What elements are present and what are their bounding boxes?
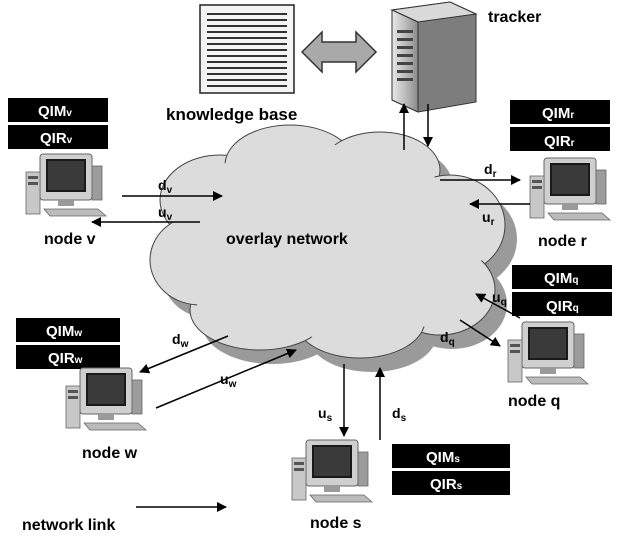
svg-text:QIRr: QIRr	[544, 133, 575, 150]
node-r: QIMr QIRr node r	[510, 100, 611, 250]
svg-text:QIRs: QIRs	[430, 476, 463, 493]
tracker-label: tracker	[488, 9, 541, 26]
link-u-w	[155, 348, 297, 409]
overlay-network-label: overlay network	[226, 231, 348, 248]
node-s: QIMs QIRs node s	[291, 439, 510, 532]
qir-box-v: QIRv	[8, 125, 108, 149]
computer-icon	[291, 439, 373, 503]
node-q: QIMq QIRq node q	[507, 265, 612, 410]
legend-label: network link	[22, 517, 115, 534]
node-s-label: node s	[310, 515, 362, 532]
u-q-label: uq	[492, 289, 507, 308]
svg-text:QIMr: QIMr	[542, 105, 574, 122]
legend: network link	[22, 502, 227, 534]
computer-icon	[25, 153, 107, 217]
svg-text:QIMv: QIMv	[38, 103, 72, 120]
node-w-label: node w	[82, 445, 138, 462]
link-u-q	[475, 293, 521, 319]
d-w-label: dw	[172, 331, 189, 350]
qim-box-q: QIMq	[512, 265, 612, 289]
svg-text:QIMw: QIMw	[46, 323, 82, 340]
d-r-label: dr	[484, 161, 497, 180]
svg-text:QIRv: QIRv	[40, 130, 73, 147]
node-v: QIMv QIRv node v	[8, 98, 108, 248]
svg-text:QIMq: QIMq	[544, 270, 578, 287]
computer-icon	[529, 157, 611, 221]
qim-box-v: QIMv	[8, 98, 108, 122]
u-s-label: us	[318, 405, 333, 424]
node-q-label: node q	[508, 393, 560, 410]
document-icon	[199, 4, 295, 94]
d-q-label: dq	[440, 329, 455, 348]
computer-icon	[65, 367, 147, 431]
qir-box-s: QIRs	[392, 471, 510, 495]
d-v-label: dv	[158, 177, 173, 196]
u-v-label: uv	[158, 204, 173, 223]
computer-icon	[507, 321, 589, 385]
overlay-network-cloud	[149, 124, 517, 372]
node-w: QIMw QIRw node w	[16, 318, 147, 462]
knowledge-base-label: knowledge base	[166, 105, 297, 124]
u-w-label: uw	[220, 371, 237, 390]
u-r-label: ur	[482, 209, 495, 228]
qim-box-w: QIMw	[16, 318, 120, 342]
qim-box-s: QIMs	[392, 444, 510, 468]
link-d-w	[139, 335, 229, 374]
double-arrow-icon	[300, 30, 378, 74]
node-r-label: node r	[538, 233, 587, 250]
node-v-label: node v	[44, 231, 96, 248]
d-s-label: ds	[392, 405, 407, 424]
svg-text:QIRw: QIRw	[48, 350, 83, 367]
svg-text:QIRq: QIRq	[546, 298, 579, 315]
link-d-q	[459, 319, 501, 347]
qir-box-r: QIRr	[510, 127, 610, 151]
server-tower-icon	[390, 1, 478, 113]
qir-box-q: QIRq	[512, 292, 612, 316]
qir-box-w: QIRw	[16, 345, 120, 369]
qim-box-r: QIMr	[510, 100, 610, 124]
svg-text:QIMs: QIMs	[426, 449, 460, 466]
